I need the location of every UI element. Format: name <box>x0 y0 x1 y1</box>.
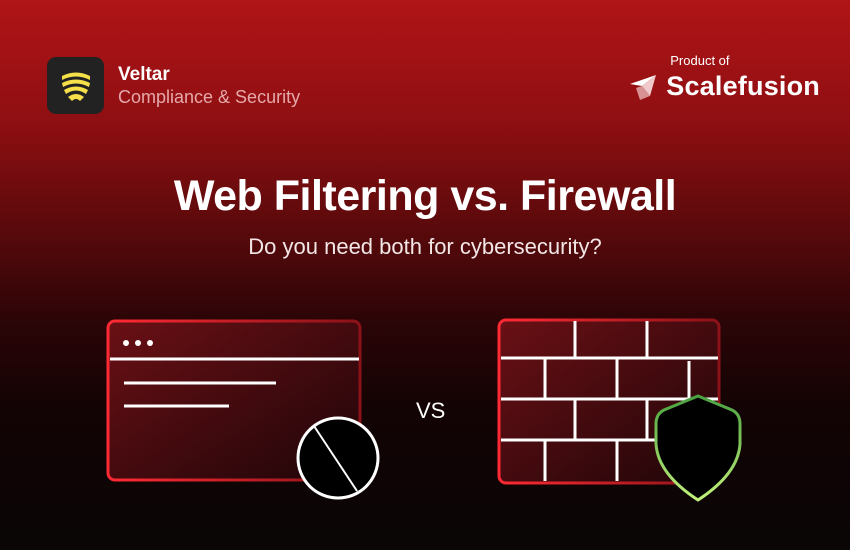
paper-plane-logo-icon <box>630 74 657 100</box>
product-of-logo: Product of Scalefusion <box>628 53 820 102</box>
vs-separator: VS <box>416 398 446 423</box>
brand-name: Veltar <box>118 63 170 85</box>
product-name: Scalefusion <box>666 71 820 101</box>
product-of-label: Product of <box>670 53 730 68</box>
blocked-circle-icon <box>296 416 380 500</box>
layered-shield-chevrons-icon <box>61 72 90 101</box>
brand-tagline: Compliance & Security <box>118 86 301 107</box>
shield-icon <box>654 394 742 502</box>
brand-icon-container <box>47 57 104 114</box>
page-title: Web Filtering vs. Firewall <box>173 172 677 220</box>
browser-window-icon <box>106 319 380 500</box>
page-subtitle: Do you need both for cybersecurity? <box>248 234 602 259</box>
brand-logo: Veltar Compliance & Security <box>47 57 300 114</box>
brick-wall-icon <box>497 318 742 502</box>
